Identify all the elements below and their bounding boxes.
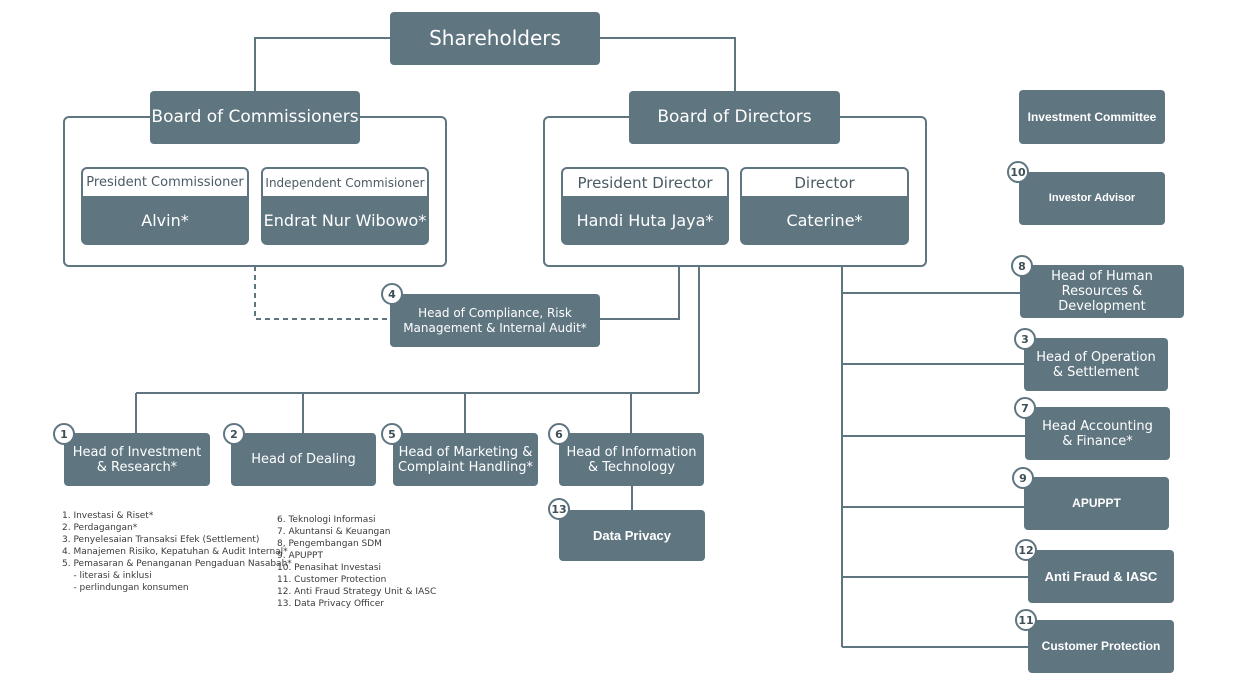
legend-item: 12. Anti Fraud Strategy Unit & IASC xyxy=(277,587,437,597)
legend-item: 6. Teknologi Informasi xyxy=(277,515,376,525)
data-privacy-box: Data Privacy xyxy=(559,510,705,561)
investor-advisor-box: Investor Advisor xyxy=(1019,172,1165,225)
legend-item: 10. Penasihat Investasi xyxy=(277,563,381,573)
head-of-dealing-box: Head of Dealing xyxy=(231,433,376,486)
president-commissioner-card: President Commissioner Alvin* xyxy=(81,167,249,245)
board-of-directors-box: Board of Directors xyxy=(629,91,840,144)
director-role: Director xyxy=(742,169,907,196)
president-director-role: President Director xyxy=(563,169,727,196)
legend-item: 11. Customer Protection xyxy=(277,575,387,585)
investment-committee-box: Investment Committee xyxy=(1019,90,1165,144)
badge-9: 9 xyxy=(1012,467,1034,489)
legend-item: 7. Akuntansi & Keuangan xyxy=(277,527,391,537)
legend-item: 9. APUPPT xyxy=(277,551,323,561)
legend-item: 13. Data Privacy Officer xyxy=(277,599,384,609)
legend-item: 8, Pengembangan SDM xyxy=(277,539,382,549)
legend-left: 1. Investasi & Riset* 2. Perdagangan* 3.… xyxy=(62,510,292,594)
badge-3: 3 xyxy=(1014,328,1036,350)
director-card: Director Caterine* xyxy=(740,167,909,245)
badge-2: 2 xyxy=(223,423,245,445)
badge-10: 10 xyxy=(1007,161,1029,183)
badge-5: 5 xyxy=(381,423,403,445)
independent-commissioner-role: Independent Commisioner xyxy=(263,169,427,196)
legend-item: 2. Perdagangan* xyxy=(62,523,138,533)
legend-item: 4. Manajemen Risiko, Kepatuhan & Audit I… xyxy=(62,547,288,557)
badge-11: 11 xyxy=(1015,609,1037,631)
badge-13: 13 xyxy=(548,498,570,520)
head-of-it-box: Head of Information & Technology xyxy=(559,433,704,486)
shareholders-box: Shareholders xyxy=(390,12,600,65)
independent-commissioner-name: Endrat Nur Wibowo* xyxy=(263,211,427,230)
legend-item: - perlindungan konsumen xyxy=(62,583,189,593)
head-of-marketing-box: Head of Marketing & Complaint Handling* xyxy=(393,433,538,486)
badge-6: 6 xyxy=(548,423,570,445)
president-director-name: Handi Huta Jaya* xyxy=(576,211,714,230)
badge-12: 12 xyxy=(1015,539,1037,561)
legend-right: 6. Teknologi Informasi 7. Akuntansi & Ke… xyxy=(277,514,436,610)
head-of-operation-box: Head of Operation & Settlement xyxy=(1024,338,1168,391)
board-of-commissioners-box: Board of Commissioners xyxy=(150,91,360,144)
president-director-card: President Director Handi Huta Jaya* xyxy=(561,167,729,245)
president-commissioner-name: Alvin* xyxy=(141,211,189,230)
independent-commissioner-card: Independent Commisioner Endrat Nur Wibow… xyxy=(261,167,429,245)
legend-item: 5. Pemasaran & Penanganan Pengaduan Nasa… xyxy=(62,559,292,569)
badge-7: 7 xyxy=(1014,397,1036,419)
apuppt-box: APUPPT xyxy=(1024,477,1169,530)
head-of-compliance-box: Head of Compliance, Risk Management & In… xyxy=(390,294,600,347)
president-commissioner-role: President Commissioner xyxy=(83,169,247,196)
legend-item: - literasi & inklusi xyxy=(62,571,152,581)
badge-4: 4 xyxy=(381,283,403,305)
legend-item: 3. Penyelesaian Transaksi Efek (Settleme… xyxy=(62,535,260,545)
head-accounting-box: Head Accounting & Finance* xyxy=(1025,407,1170,460)
director-name: Caterine* xyxy=(786,211,863,230)
head-of-hr-box: Head of Human Resources & Development xyxy=(1020,265,1184,318)
badge-1: 1 xyxy=(53,423,75,445)
head-of-investment-box: Head of Investment & Research* xyxy=(64,433,210,486)
badge-8: 8 xyxy=(1011,255,1033,277)
anti-fraud-box: Anti Fraud & IASC xyxy=(1028,550,1174,603)
legend-item: 1. Investasi & Riset* xyxy=(62,511,154,521)
customer-protection-box: Customer Protection xyxy=(1028,620,1174,673)
